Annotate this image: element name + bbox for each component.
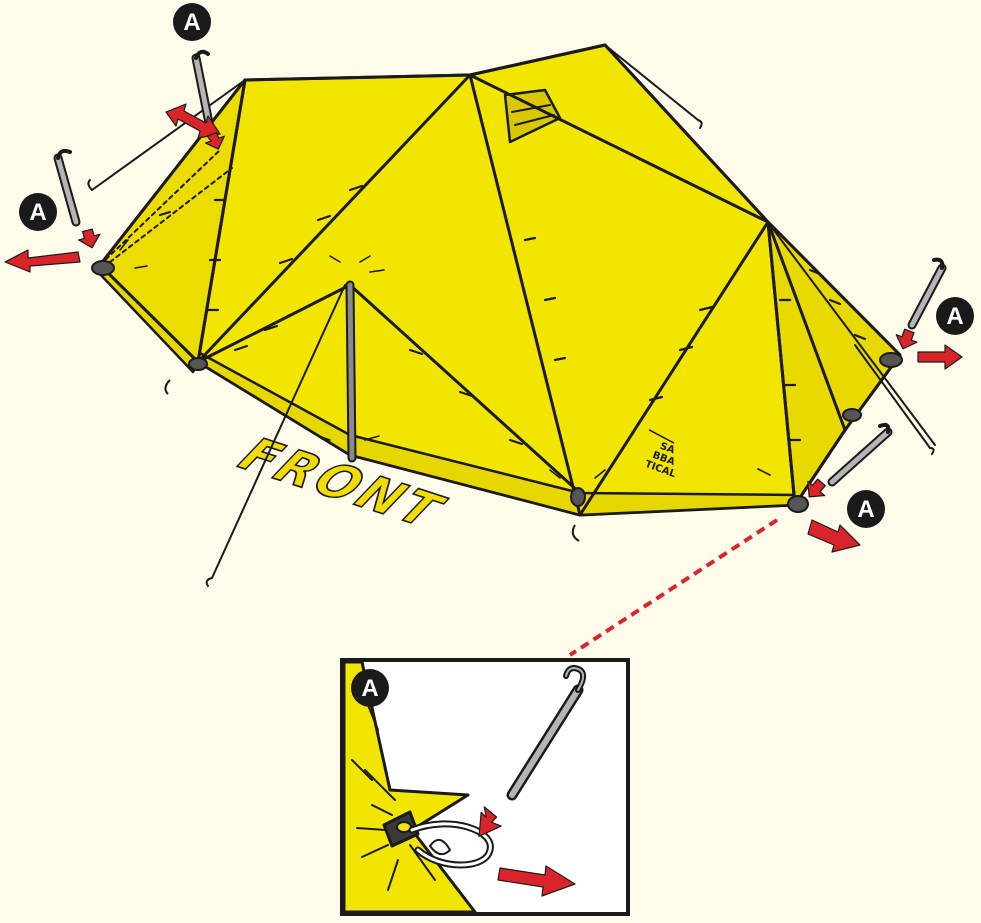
callout-badge-icon: A bbox=[19, 193, 57, 231]
direction-arrow-icon bbox=[807, 519, 861, 553]
pole-clips bbox=[158, 184, 867, 446]
callout-letter: A bbox=[361, 675, 378, 702]
callout-badges: A A A A bbox=[19, 3, 974, 528]
tent-stake-icon bbox=[53, 148, 81, 227]
guy-lines bbox=[87, 44, 936, 587]
direction-arrow-icon bbox=[917, 344, 963, 370]
detail-inset: A bbox=[340, 658, 630, 916]
callout-badge-icon: A bbox=[847, 490, 885, 528]
direction-arrow-icon bbox=[4, 249, 81, 273]
tent-stakes bbox=[53, 49, 947, 487]
direction-arrow-icon bbox=[478, 806, 502, 837]
callout-badge-icon: A bbox=[351, 669, 389, 707]
direction-arrow-icon bbox=[895, 328, 918, 350]
direction-arrows bbox=[4, 103, 963, 553]
corner-anchors bbox=[91, 260, 903, 542]
tent-stake-icon bbox=[907, 257, 947, 330]
direction-arrow-icon bbox=[165, 103, 221, 139]
direction-arrow-icon bbox=[497, 865, 576, 897]
direction-arrow-icon bbox=[77, 228, 101, 249]
direction-arrow-icon bbox=[204, 132, 225, 150]
callout-badge-icon: A bbox=[936, 297, 974, 335]
tent-stake-icon bbox=[827, 422, 893, 487]
inset-leader-line bbox=[568, 518, 779, 657]
direction-arrow-icon bbox=[807, 478, 826, 498]
callout-badge-icon: A bbox=[173, 3, 211, 41]
fabric-wrinkles bbox=[119, 239, 771, 479]
tent bbox=[96, 43, 902, 517]
callout-letter: A bbox=[857, 496, 874, 523]
callout-letter: A bbox=[946, 303, 963, 330]
callout-letter: A bbox=[29, 199, 46, 226]
callout-letter: A bbox=[183, 9, 200, 36]
brand-line-1: SA bbox=[658, 441, 676, 457]
